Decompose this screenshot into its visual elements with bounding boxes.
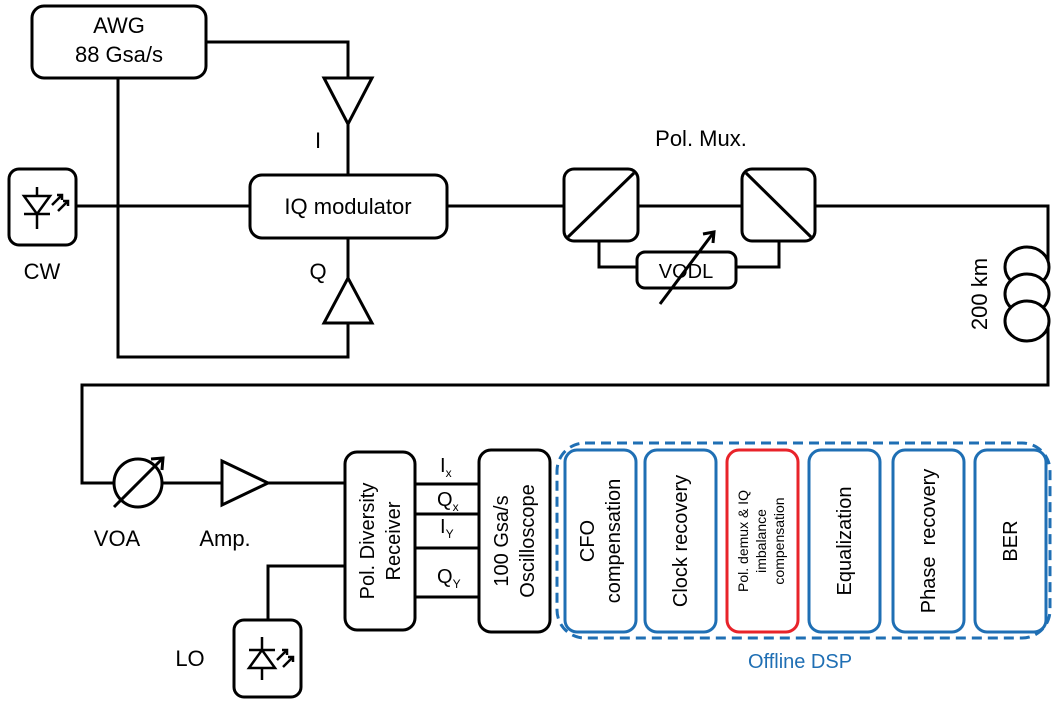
iq-modulator-label: IQ modulator (284, 194, 411, 219)
vodl-label: VODL (659, 261, 713, 283)
laser-diode-icon (21, 187, 70, 229)
voa-label: VOA (94, 526, 141, 551)
dsp-blocks: CFO compensation Clock recovery Pol. dem… (563, 448, 1048, 634)
channel-labels: Ix Qx IY QY (437, 455, 461, 591)
variable-arrow-icon (658, 230, 716, 305)
receiver-label-line2: Receiver (383, 501, 405, 580)
dsp-block-label: imbalance (753, 509, 769, 573)
dsp-block-label: BER (1000, 520, 1022, 561)
q-amplifier (321, 274, 375, 325)
oscilloscope-label-line1: 100 Gsa/s (491, 495, 513, 586)
laser-diode-icon (246, 637, 295, 680)
voa-icon (112, 456, 165, 509)
connection-lines (76, 40, 1050, 620)
pbs-left-diagonal (566, 171, 636, 239)
awg-rate: 88 Gsa/s (75, 42, 163, 67)
channel-label: Qx (437, 489, 459, 514)
dsp-block-phase-recovery (891, 448, 966, 634)
channel-label: IY (440, 516, 454, 541)
oscilloscope-label-line2: Oscilloscope (517, 484, 539, 597)
dsp-group-border (555, 441, 1052, 640)
dsp-block-label: Equalization (834, 487, 856, 596)
receiver-label-line1: Pol. Diversity (357, 483, 379, 600)
channel-label: QY (437, 566, 461, 591)
channel-label: Ix (440, 455, 452, 480)
dsp-block-label: compensation (603, 479, 625, 604)
fiber-length-label: 200 km (967, 258, 992, 330)
iq-modulator-box (248, 173, 449, 240)
dsp-block-label: Phase recovery (918, 469, 940, 614)
receiver-box (343, 450, 417, 632)
dsp-block-ber (973, 448, 1048, 634)
q-label: Q (309, 259, 326, 284)
amp-label: Amp. (199, 526, 250, 551)
dsp-block-equalization (807, 448, 882, 634)
fiber-spool-icon (1003, 245, 1051, 343)
pol-mux-label: Pol. Mux. (655, 126, 747, 151)
awg-label: AWG (93, 13, 145, 38)
pbs-right-diagonal (744, 171, 813, 239)
dsp-block-cfo (563, 448, 638, 634)
i-label: I (315, 128, 321, 153)
optical-amplifier (220, 458, 272, 508)
i-amplifier (321, 76, 375, 128)
dsp-block-pol-demux (725, 448, 800, 634)
cw-label: CW (24, 259, 61, 284)
oscilloscope-box (477, 448, 552, 634)
lo-label: LO (175, 646, 204, 671)
dsp-block-label: CFO (577, 520, 599, 562)
dsp-block-label: Pol. demux & IQ (735, 490, 751, 592)
dsp-block-label: Clock recovery (670, 475, 692, 607)
awg-box (30, 4, 208, 80)
dsp-block-label: compensation (771, 497, 787, 584)
dsp-block-clock-recovery (643, 448, 718, 634)
dsp-title: Offline DSP (748, 651, 852, 673)
